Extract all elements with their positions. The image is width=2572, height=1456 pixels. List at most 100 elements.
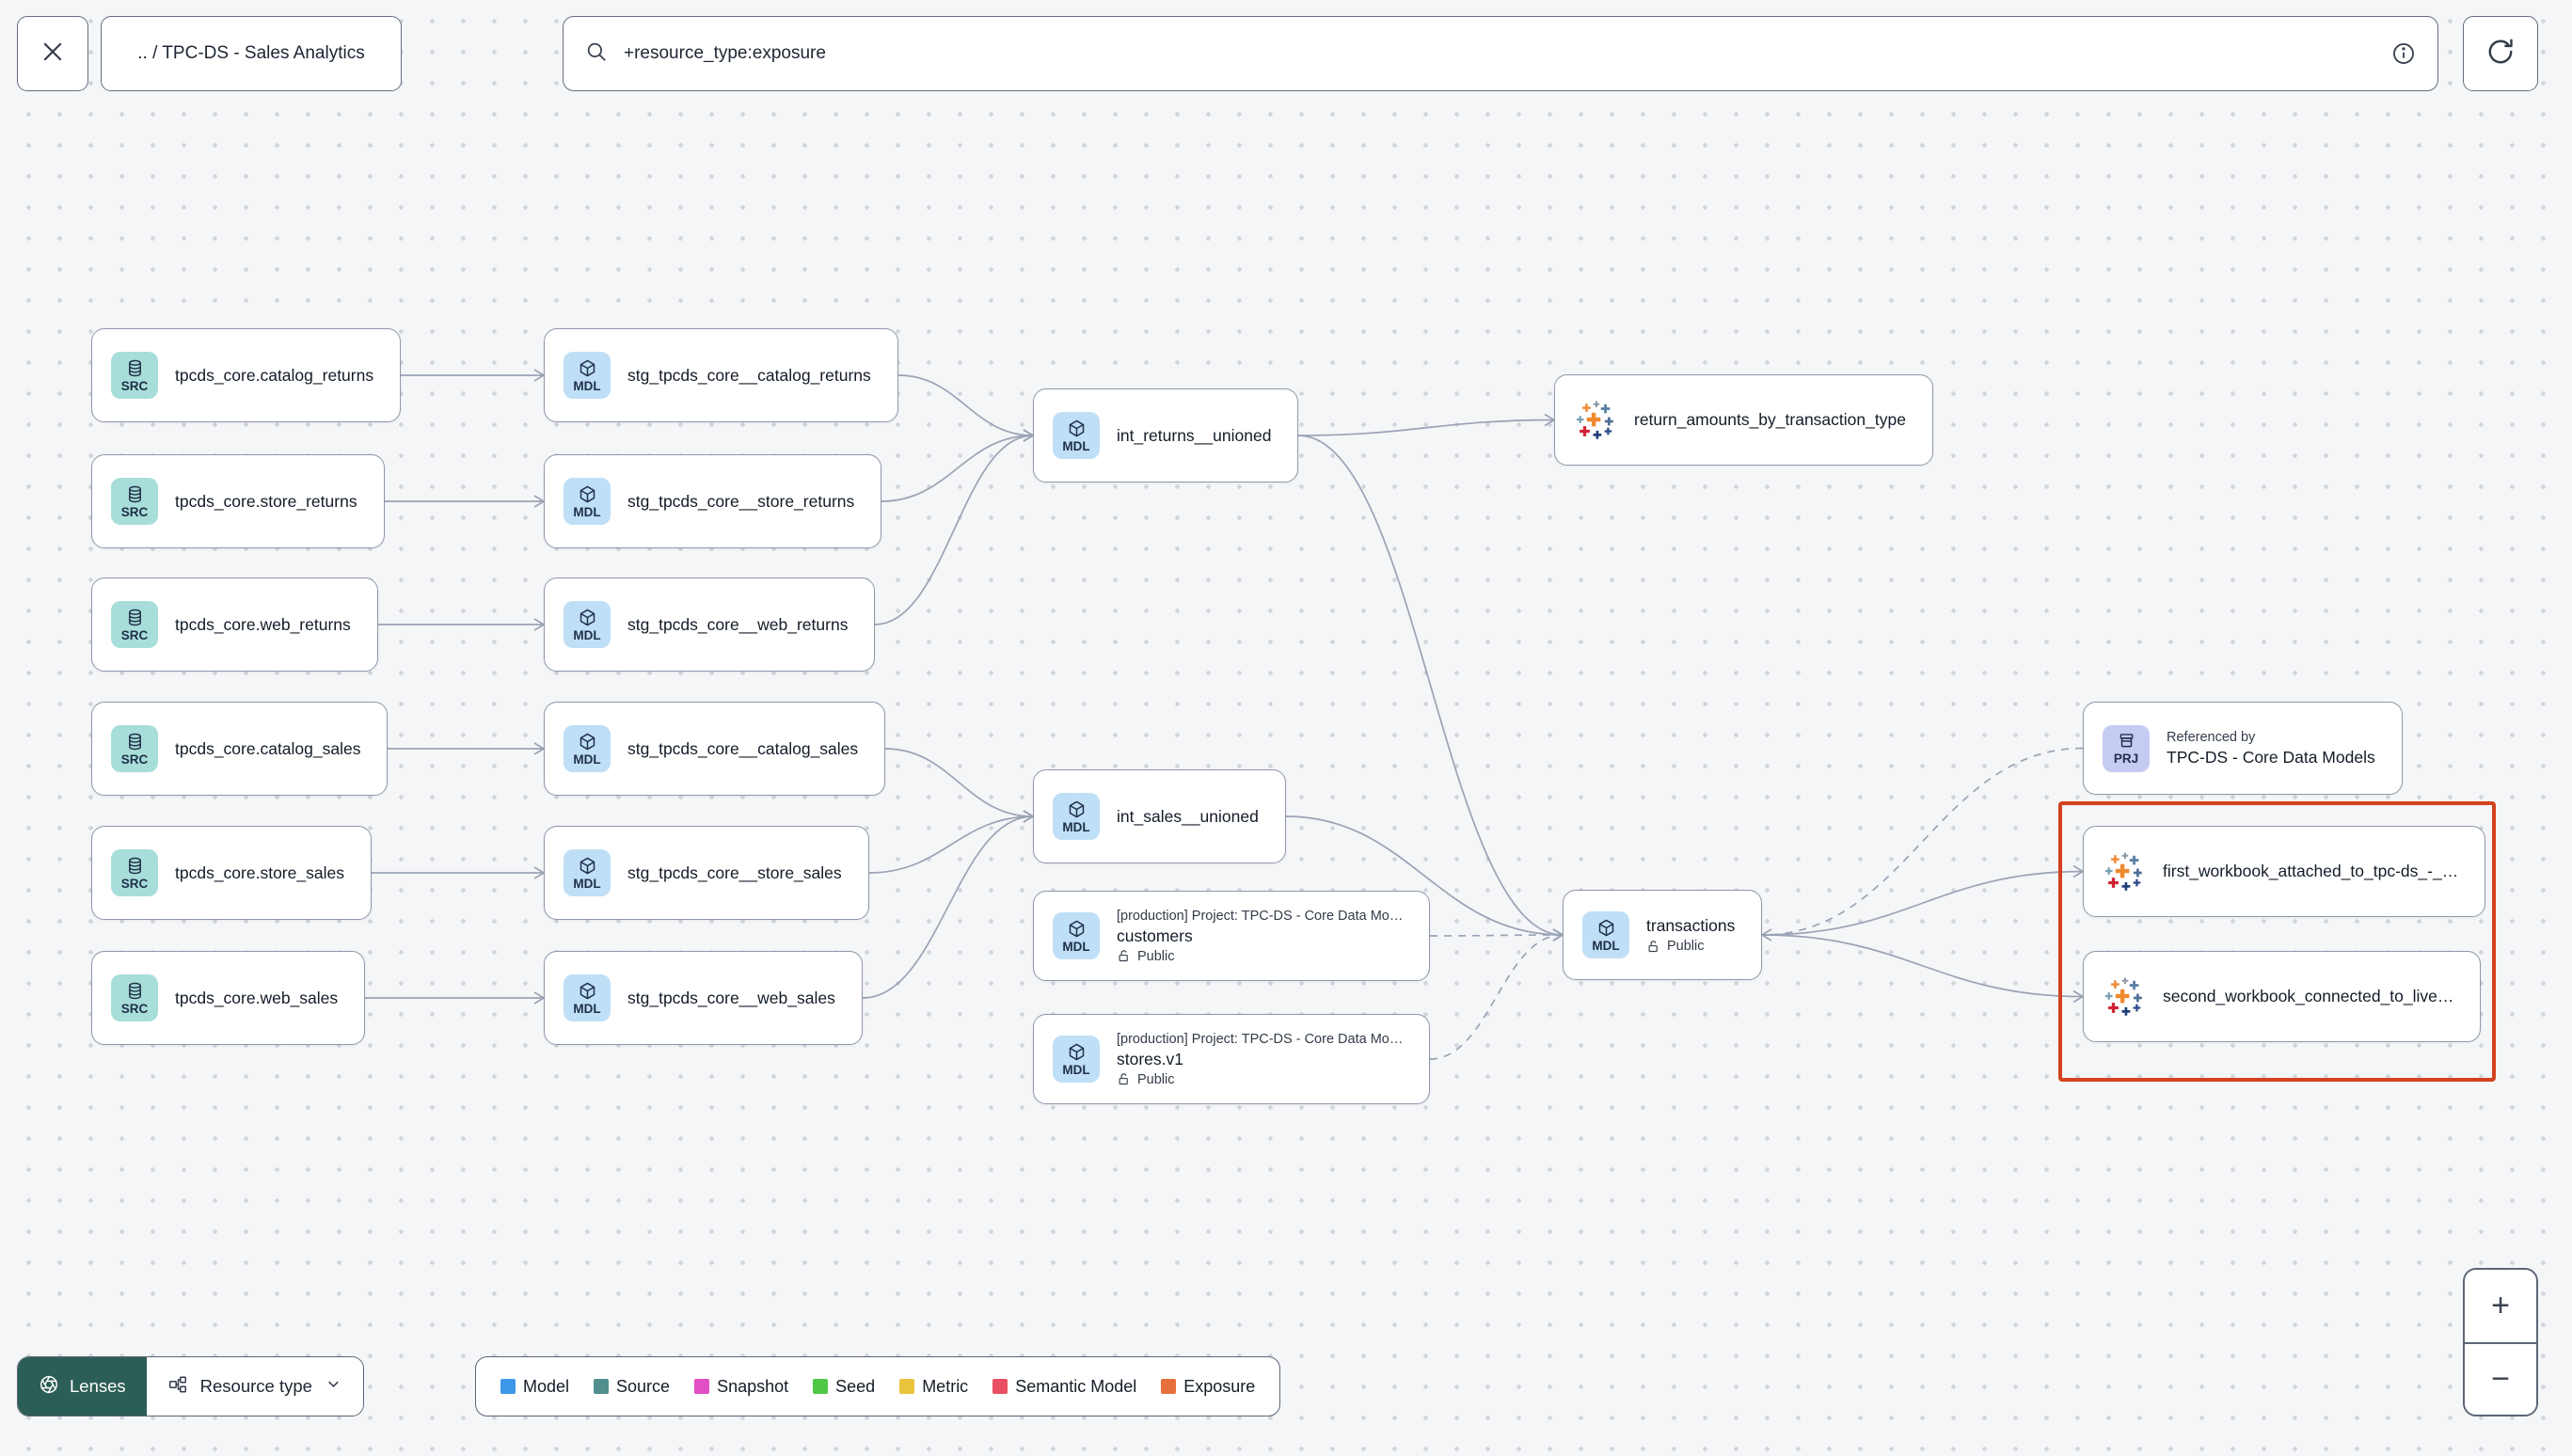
resource-type-dropdown[interactable]: Resource type [146,1357,363,1416]
database-icon: SRC [111,601,158,648]
node-badge: SRC [120,627,149,642]
node-int-sales[interactable]: MDL int_sales__unioned [1033,769,1286,863]
node-label: stores.v1 [1117,1049,1183,1068]
zoom-out-button[interactable]: − [2465,1342,2536,1415]
package-icon: MDL [1053,1036,1100,1083]
legend-item-source: Source [594,1377,670,1397]
node-label: TPC-DS - Core Data Models [2167,747,2375,767]
edge-stg-store-sales--int-sales [868,815,1034,874]
package-icon: MDL [1053,412,1100,459]
legend-label: Metric [922,1376,969,1396]
node-label: first_workbook_attached_to_tpc-ds_-_… [2163,862,2459,880]
node-label: stg_tpcds_core__catalog_returns [627,365,871,385]
node-badge: MDL [573,876,601,891]
edge-prj-core-data-models--mdl-transactions [1761,747,2084,936]
package-icon: MDL [564,601,611,648]
zoom-in-button[interactable]: + [2465,1270,2536,1342]
node-label: tpcds_core.catalog_returns [175,365,374,385]
node-label: tpcds_core.web_returns [175,614,351,634]
node-header: Referenced by [2167,729,2256,745]
edge-stg-store-returns--int-returns [881,435,1034,502]
legend-color-chip [500,1379,516,1394]
node-src-catalog-returns[interactable]: SRC tpcds_core.catalog_returns [91,328,402,422]
node-visibility: Public [1117,1072,1403,1087]
node-stg-catalog-returns[interactable]: MDL stg_tpcds_core__catalog_returns [544,328,898,422]
node-src-web-returns[interactable]: SRC tpcds_core.web_returns [91,578,378,672]
node-badge: SRC [120,504,149,519]
breadcrumb[interactable]: .. / TPC-DS - Sales Analytics [101,16,402,91]
node-prj-core-data-models[interactable]: PRJ Referenced by TPC-DS - Core Data Model… [2083,702,2403,795]
database-icon: SRC [111,352,158,399]
package-icon: MDL [1582,911,1629,958]
node-badge: MDL [1062,1062,1090,1077]
refresh-icon [2485,37,2516,71]
legend-label: Source [616,1376,671,1396]
node-badge: MDL [573,504,601,519]
lock-open-icon [1117,1072,1131,1086]
node-exp-first-workbook[interactable]: first_workbook_attached_to_tpc-ds_-_… [2083,826,2486,917]
edge-stg-web-returns--int-returns [874,435,1034,625]
legend-color-chip [813,1379,829,1394]
chevron-down-icon [325,1375,342,1398]
legend-item-semantic-model: Semantic Model [992,1377,1136,1397]
node-label: int_sales__unioned [1117,806,1259,826]
node-exp-second-workbook[interactable]: second_workbook_connected_to_live… [2083,951,2482,1042]
lens-controls: Lenses Resource type [17,1356,364,1416]
edge-mdl-customers--mdl-transactions [1429,934,1564,937]
legend-label: Exposure [1183,1376,1256,1396]
node-badge: MDL [1062,939,1090,954]
node-mdl-customers[interactable]: MDL[production] Project: TPC-DS - Core D… [1033,891,1431,981]
package-icon: MDL [564,478,611,525]
node-badge: MDL [1062,819,1090,834]
node-exp-return-amounts[interactable]: return_amounts_by_transaction_type [1554,374,1933,466]
edge-int-returns--mdl-transactions [1297,435,1564,936]
database-icon: SRC [111,974,158,1021]
node-mdl-stores[interactable]: MDL [production] Project: TPC-DS - Core D… [1033,1014,1431,1104]
info-icon[interactable] [2390,40,2417,67]
package-icon: MDL [564,849,611,896]
node-header: [production] Project: TPC-DS - Core Data… [1117,1031,1404,1047]
database-icon: SRC [111,478,158,525]
resource-type-label: Resource type [199,1376,312,1396]
node-badge: MDL [573,1001,601,1016]
node-badge: MDL [1592,938,1620,953]
node-badge: MDL [573,627,601,642]
lenses-label: Lenses [70,1376,126,1396]
legend-label: Semantic Model [1015,1376,1137,1396]
archive-icon: PRJ [2103,724,2150,772]
edge-stg-web-sales--int-sales [862,815,1034,999]
legend-item-model: Model [500,1377,569,1397]
legend-color-chip [594,1379,610,1394]
refresh-button[interactable] [2463,16,2538,91]
search-bar[interactable] [563,16,2438,91]
lenses-button[interactable]: Lenses [18,1357,147,1416]
node-badge: MDL [573,752,601,767]
node-badge: MDL [573,378,601,393]
node-label: second_workbook_connected_to_live… [2163,987,2454,1005]
close-icon [39,38,67,71]
edge-stg-catalog-sales--int-sales [884,748,1034,817]
node-badge: SRC [120,1001,149,1016]
package-icon: MDL [564,725,611,772]
node-visibility: Public [1117,949,1403,964]
close-button[interactable] [17,16,88,91]
node-label: tpcds_core.catalog_sales [175,738,361,758]
search-input[interactable] [622,42,2377,65]
legend-label: Seed [835,1376,876,1396]
lenses-icon [39,1374,59,1400]
